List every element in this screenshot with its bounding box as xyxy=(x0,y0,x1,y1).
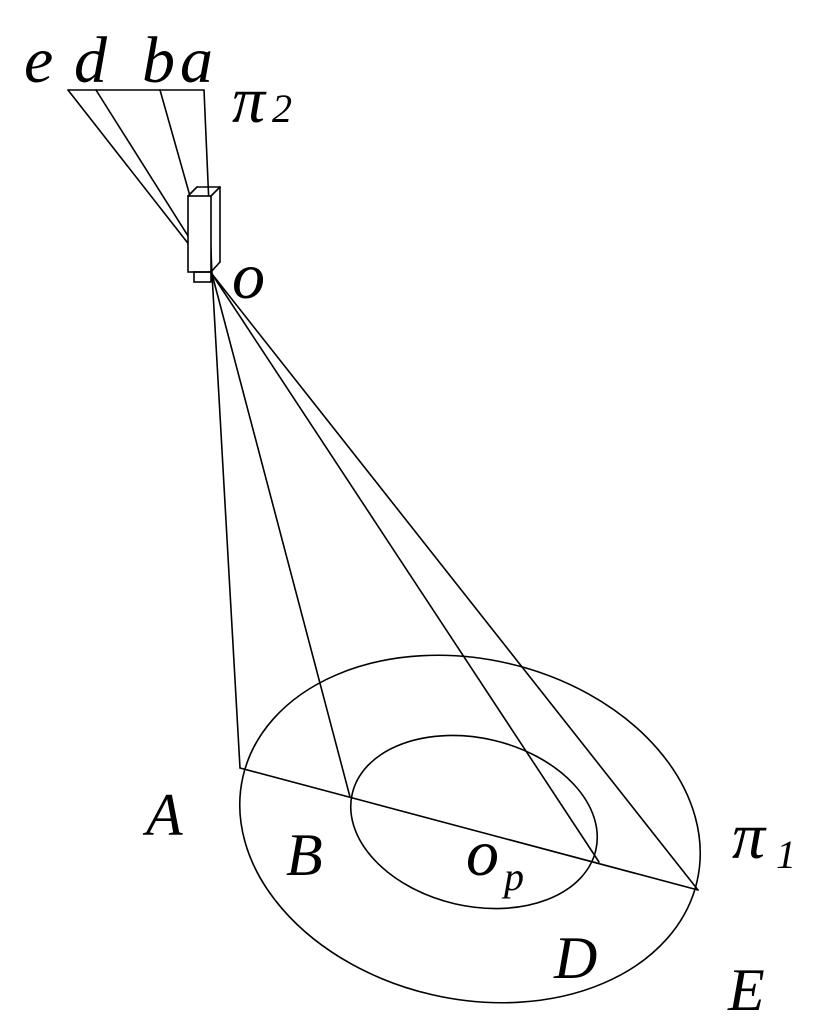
outer-ellipse xyxy=(238,654,702,1004)
label-op: o p xyxy=(466,817,524,899)
svg-text:π: π xyxy=(732,800,767,873)
inner-ellipse xyxy=(349,734,599,910)
svg-text:p: p xyxy=(501,854,524,899)
label-B: B xyxy=(286,822,323,888)
ray-A xyxy=(211,273,241,769)
label-A: A xyxy=(142,782,183,848)
diameter-line xyxy=(239,767,699,891)
camera-icon xyxy=(187,186,221,283)
label-D: D xyxy=(553,925,597,991)
label-pi2: π 2 xyxy=(232,64,292,137)
svg-text:2: 2 xyxy=(272,86,292,131)
svg-text:1: 1 xyxy=(776,832,796,877)
label-o: o xyxy=(232,240,265,313)
ray-D xyxy=(211,273,600,863)
label-e: e xyxy=(24,24,53,97)
label-E: E xyxy=(727,957,765,1023)
svg-text:π: π xyxy=(232,64,267,137)
label-d: d xyxy=(74,24,108,97)
ray-B xyxy=(211,273,351,798)
label-a: a xyxy=(180,24,213,97)
svg-text:o: o xyxy=(466,817,499,890)
ray-E xyxy=(211,273,699,891)
label-b: b xyxy=(142,24,175,97)
label-pi1: π 1 xyxy=(732,800,796,877)
